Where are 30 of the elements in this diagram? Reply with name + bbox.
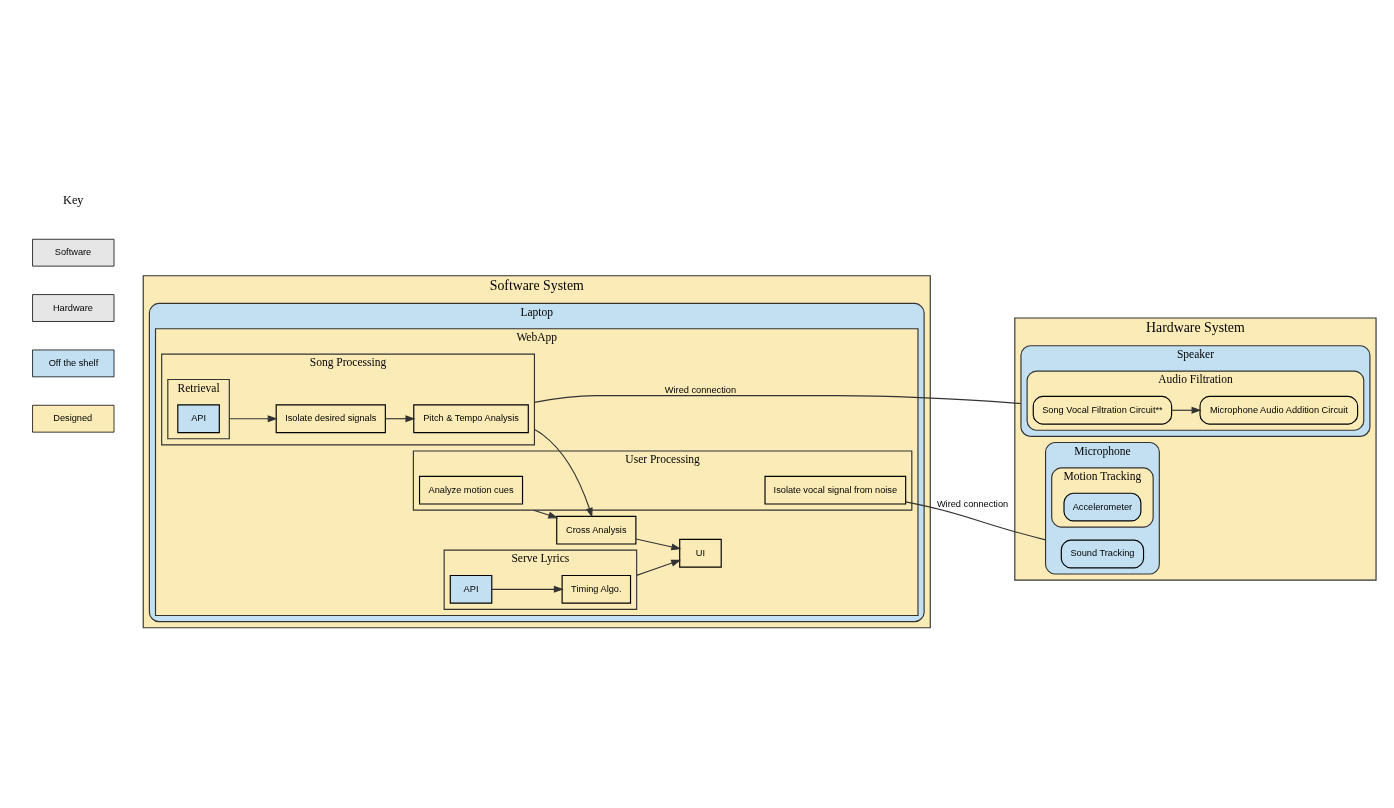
node-box: Isolate desired signals — [275, 403, 386, 433]
node-box: UI — [679, 538, 722, 568]
label: Key — [63, 192, 84, 207]
arrow — [1171, 406, 1202, 414]
node-box: Pitch & Tempo Analysis — [413, 403, 529, 433]
node-box: Song Vocal Filtration Circuit** — [1032, 395, 1173, 425]
node-box: API — [177, 403, 220, 433]
arrow — [384, 414, 416, 422]
node-box: Cross Analysis — [556, 515, 637, 545]
arrow — [636, 559, 682, 576]
edge-label: Wired connection — [936, 498, 1009, 509]
connector — [533, 394, 1022, 404]
legend-label: Hardware — [52, 302, 93, 313]
arrow — [533, 509, 559, 518]
node-box: Sound Tracking — [1060, 539, 1145, 568]
node-box: Timing Algo. — [561, 574, 632, 604]
connector — [905, 500, 1047, 540]
node-box: Analyze motion cues — [418, 475, 524, 505]
node-box: API — [449, 574, 493, 604]
node-box: Microphone Audio Addition Circuit — [1199, 395, 1359, 425]
arrow — [491, 585, 564, 593]
node-box: Isolate vocal signal from noise — [764, 475, 907, 505]
node-box: Accelerometer — [1063, 492, 1142, 521]
legend-label: Off the shelf — [48, 357, 99, 368]
legend-label: Designed — [53, 412, 93, 423]
arrow — [228, 414, 278, 422]
arrow — [533, 428, 593, 518]
edge-label: Wired connection — [664, 384, 737, 395]
legend-label: Software — [54, 246, 92, 257]
arrow — [635, 537, 682, 550]
